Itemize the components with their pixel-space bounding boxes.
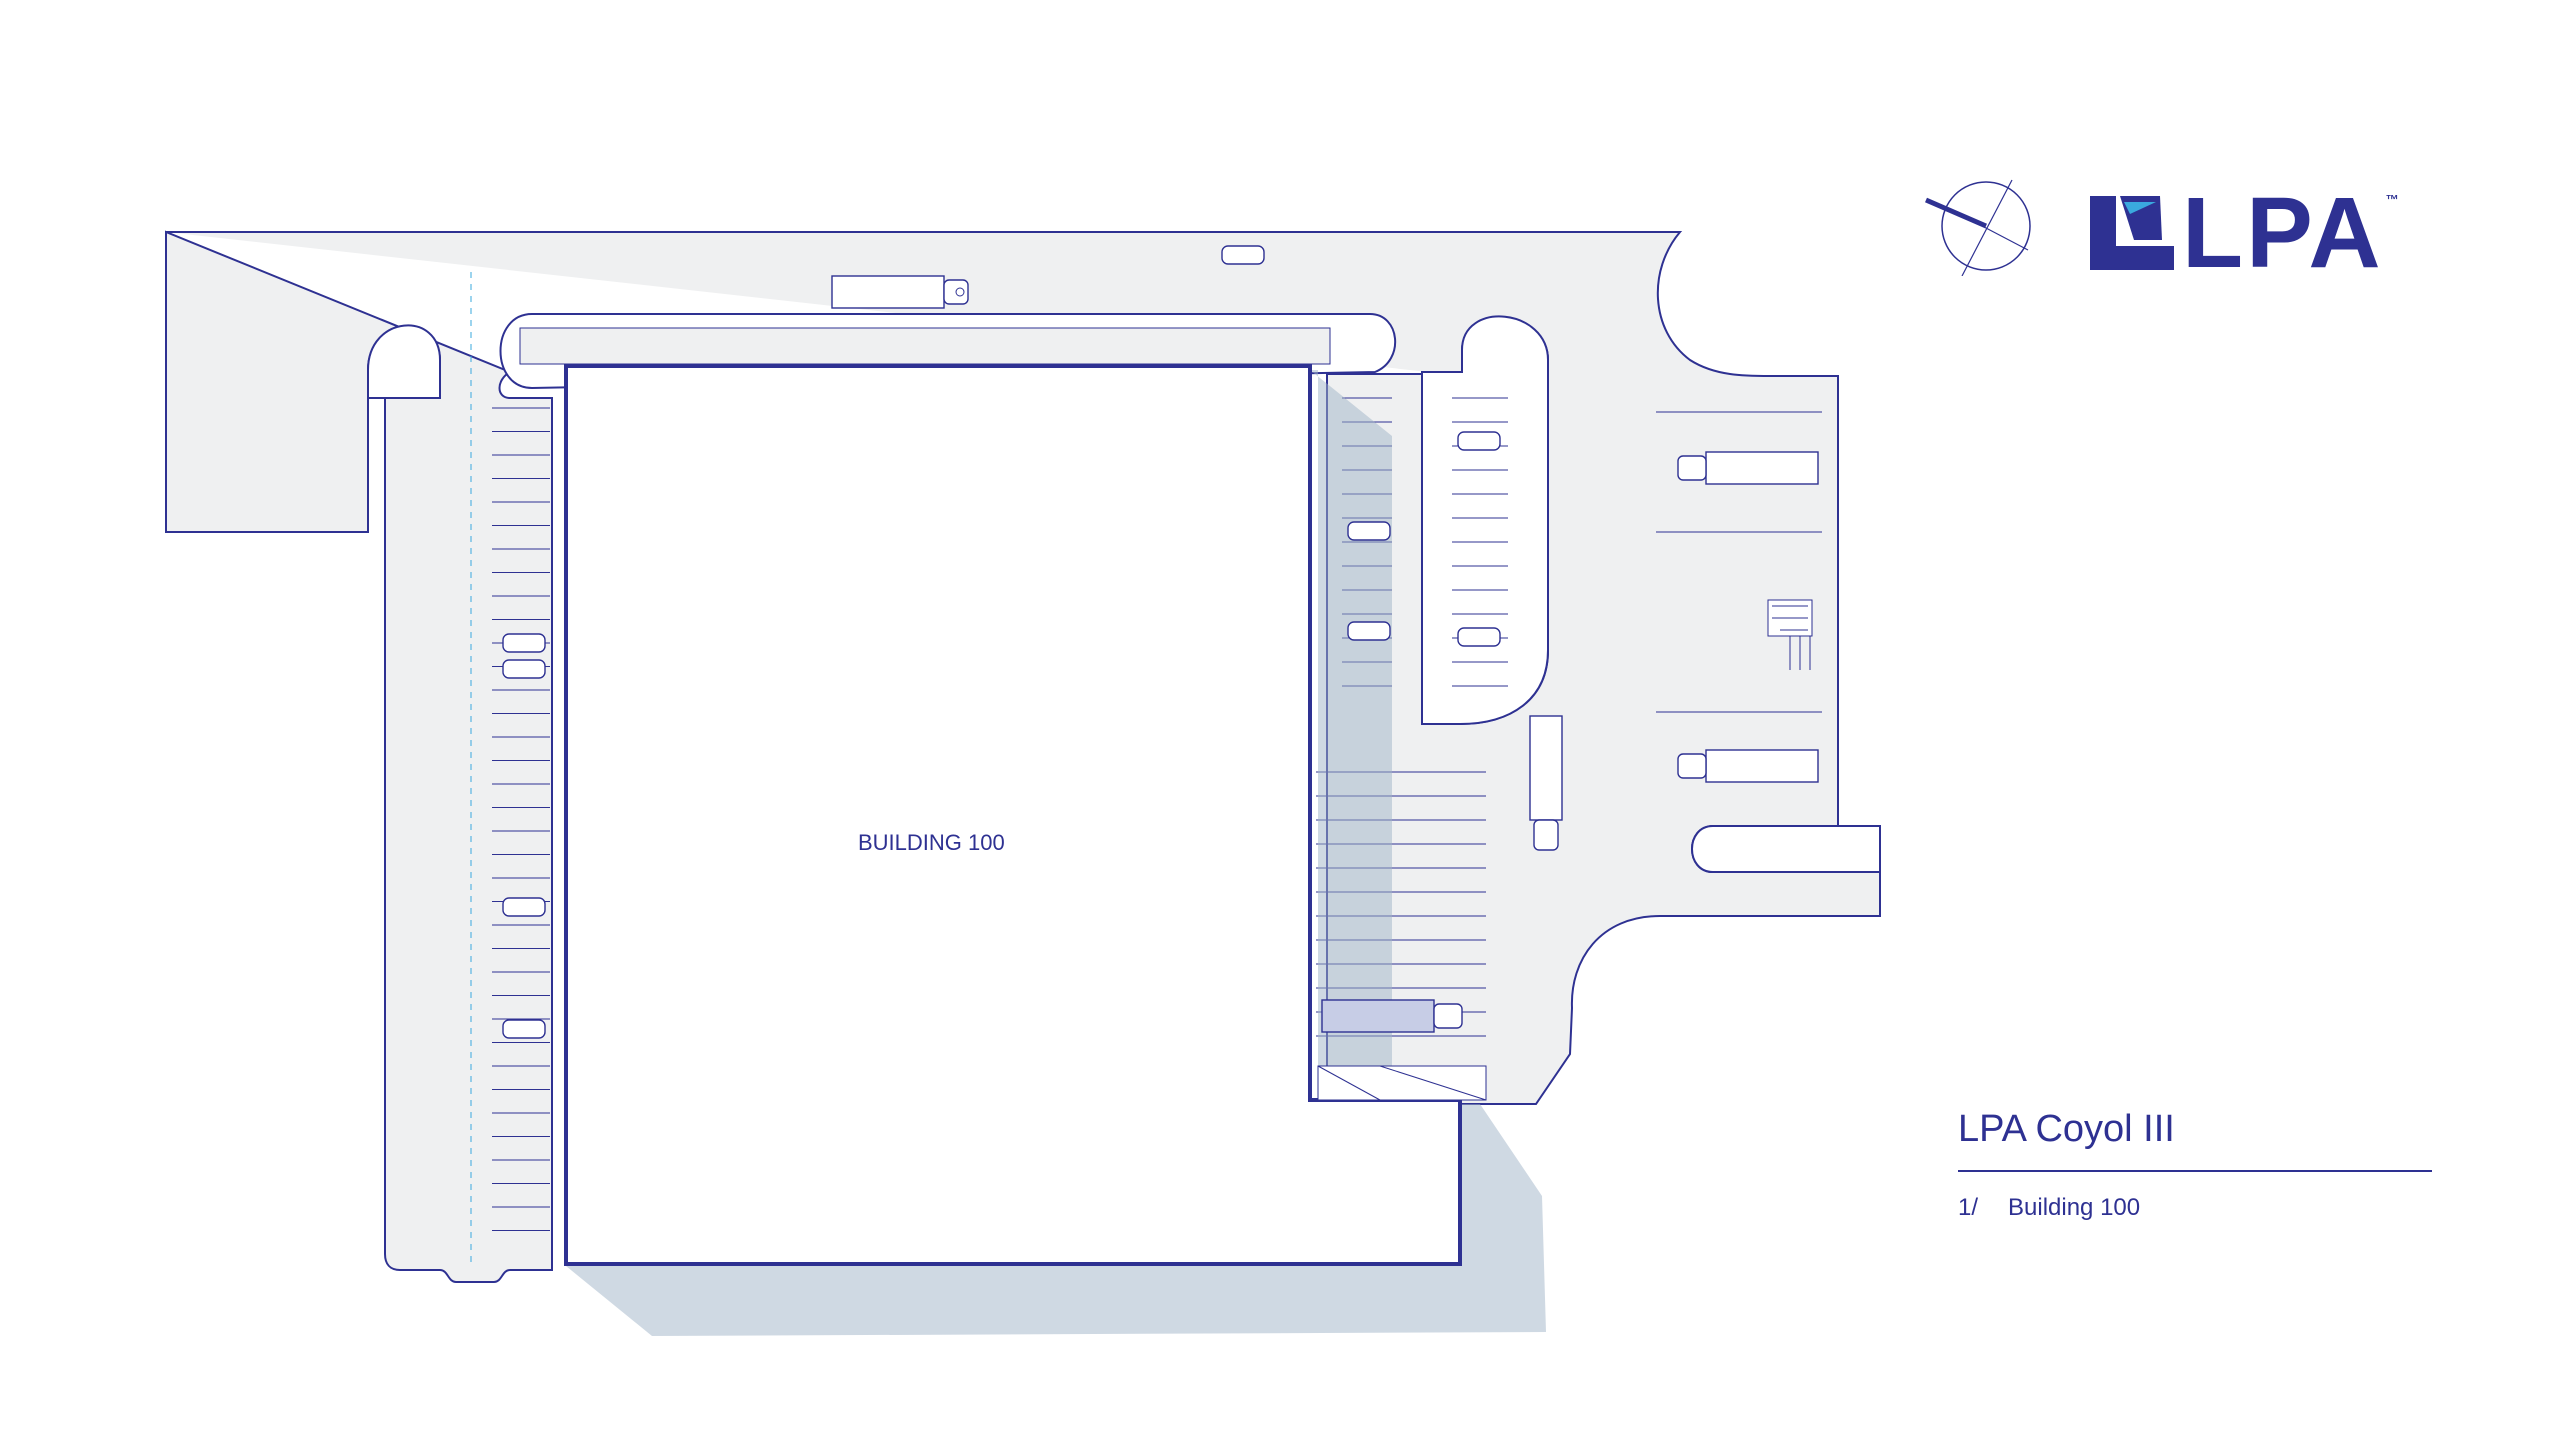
lpa-logo: LPA ™: [2090, 183, 2399, 283]
logo-trademark: ™: [2385, 192, 2399, 207]
truck-north: [831, 275, 969, 309]
parked-car: [1221, 245, 1265, 265]
building-label: BUILDING 100: [858, 830, 1005, 855]
stair-detail: [1767, 599, 1813, 670]
parked-car: [502, 659, 546, 679]
dock-ramp: [1317, 1065, 1487, 1101]
dock-shadow: [1310, 370, 1392, 1104]
truck-east-upper: [1677, 451, 1819, 485]
project-title: LPA Coyol III: [1958, 1110, 2432, 1172]
parked-car: [502, 633, 546, 653]
parked-car: [1347, 521, 1391, 541]
parked-car: [1347, 621, 1391, 641]
sheet-number: 1/: [1958, 1194, 1979, 1221]
truck-vertical: [1529, 715, 1563, 851]
truck-court-lines: [1656, 411, 1822, 713]
parked-car: [502, 1019, 546, 1039]
parked-car: [502, 897, 546, 917]
parked-car: [1457, 627, 1501, 647]
logo-text: LPA: [2182, 177, 2384, 289]
loading-curb-island: [1691, 825, 1881, 873]
truck-dock: [1321, 999, 1463, 1033]
left-curb-island: [367, 324, 441, 399]
right-planter-island: [1421, 315, 1549, 725]
lpa-logo-mark-icon: [2090, 196, 2174, 270]
title-block: LPA Coyol III 1/ Building 100: [1958, 1110, 2432, 1222]
building-shadow: [566, 1104, 1546, 1336]
sheet-name: Building 100: [2008, 1194, 2141, 1221]
truck-east-lower: [1677, 749, 1819, 783]
curb-strip: [519, 327, 1331, 365]
north-arrow-icon: [1925, 179, 2031, 276]
sheet-row: 1/ Building 100: [1958, 1194, 2432, 1222]
parked-car: [1457, 431, 1501, 451]
parked-cars: [502, 245, 1501, 1039]
